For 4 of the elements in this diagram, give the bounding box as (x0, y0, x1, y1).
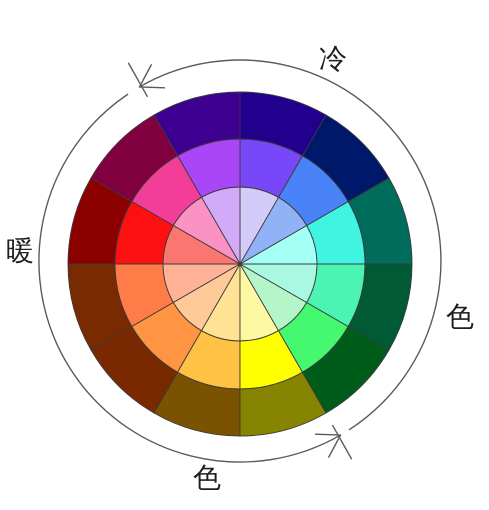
arc-label: 色 (446, 304, 474, 332)
arc-label: 色 (193, 465, 221, 493)
arc-label: 冷 (319, 46, 347, 74)
arc-label: 暖 (6, 238, 34, 266)
